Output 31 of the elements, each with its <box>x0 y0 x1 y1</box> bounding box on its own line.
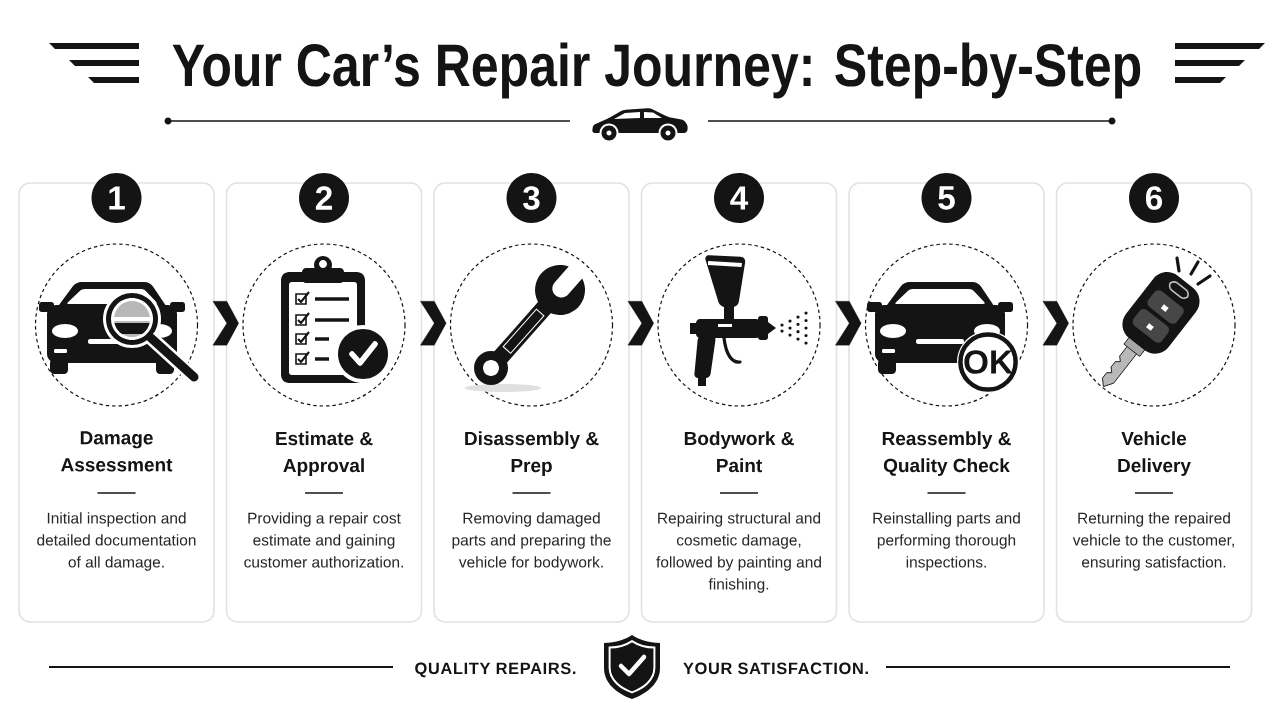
step-title: Bodywork & Paint <box>684 431 794 473</box>
chevron-arrow <box>420 301 447 346</box>
chevron-arrow <box>627 301 654 346</box>
step-title: Damage Assessment <box>61 431 173 472</box>
step-description: Removing damaged parts and preparing the vehicle for bodywork. <box>452 512 611 571</box>
step-number: 2 <box>299 173 349 223</box>
title: Your Car’s Repair Journey: Step-by-Step <box>172 42 1141 99</box>
step-title: Disassembly & Prep <box>465 431 599 476</box>
tagline: YOUR SATISFACTION. <box>683 662 868 675</box>
step-card <box>1055 182 1253 623</box>
step-title: Estimate & Approval <box>276 431 373 476</box>
step-title: Vehicle Delivery <box>1118 431 1191 476</box>
step-number: 3 <box>506 173 557 223</box>
step-description: Initial inspection and detailed documentation of all damage. <box>37 512 196 571</box>
chevron-arrow <box>835 301 862 346</box>
step-number: 5 <box>921 173 972 223</box>
step-number: 1 <box>91 173 142 223</box>
step-card <box>640 182 838 623</box>
tagline: QUALITY REPAIRS. <box>415 662 576 678</box>
step-number: 4 <box>714 173 764 223</box>
ok-badge: OK <box>957 331 1019 393</box>
chevron-arrow <box>1042 301 1069 346</box>
step-description: Providing a repair cost estimate and gaining customer authorization. <box>244 512 403 568</box>
node-label: OK <box>964 350 1013 374</box>
step-number: 6 <box>1129 173 1179 223</box>
step-description: Reinstalling parts and performing thorough inspections. <box>873 512 1020 571</box>
chevron-arrow <box>212 301 239 346</box>
step-title: Reassembly & Quality Check <box>882 431 1011 476</box>
step-description: Repairing structural and cosmetic damage, followed by painting and finishing. <box>656 512 821 593</box>
step-description: Returning the repaired vehicle to the customer, ensuring satisfaction. <box>1072 512 1234 571</box>
step-card <box>433 182 630 623</box>
